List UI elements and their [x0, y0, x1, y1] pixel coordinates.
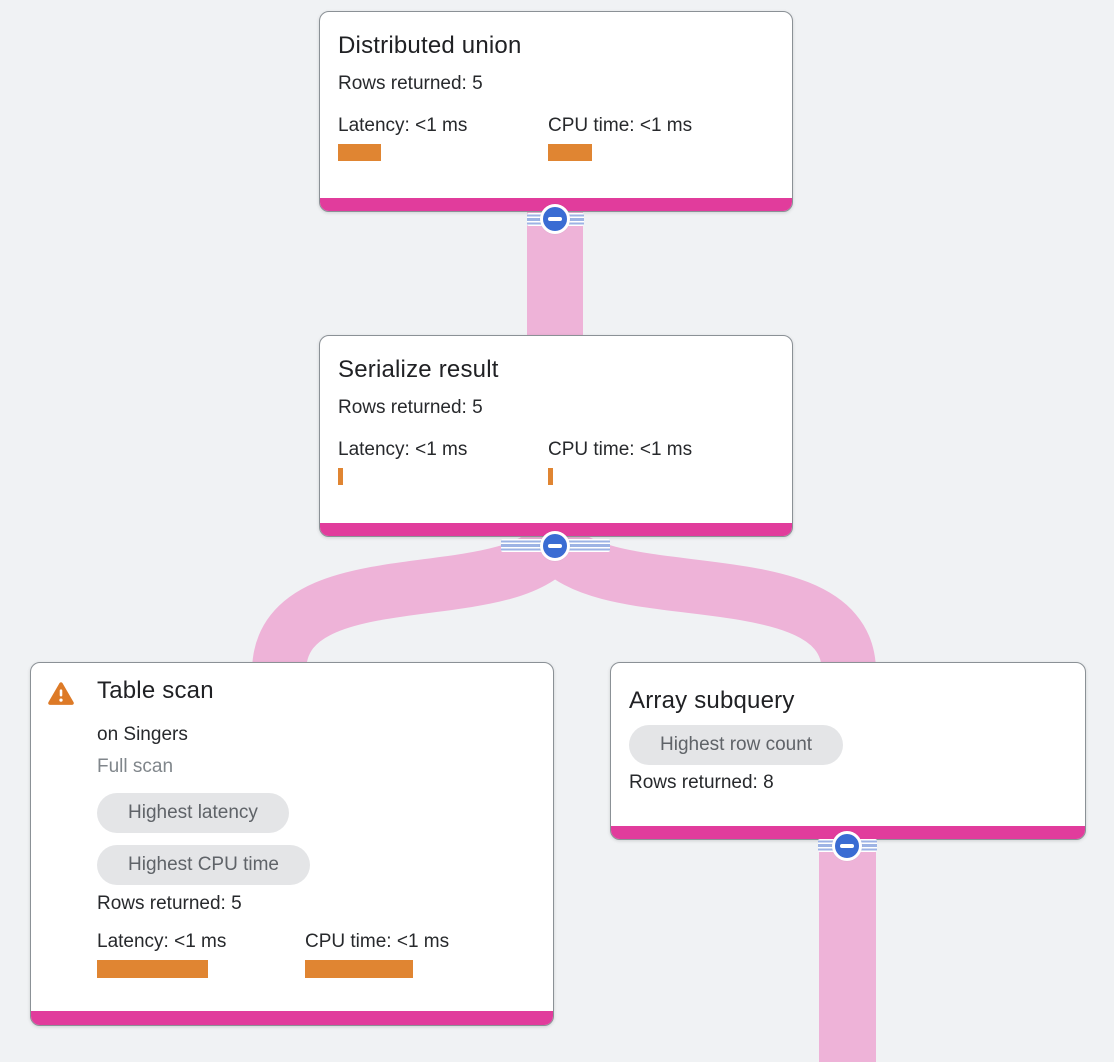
- cpu-time-label: CPU time: <1 ms: [548, 439, 693, 460]
- node-serialize-result[interactable]: Serialize result Rows returned: 5 Latenc…: [319, 335, 793, 537]
- minus-icon: [548, 217, 562, 221]
- collapse-button-distributed-union[interactable]: [540, 204, 570, 234]
- edge-serialize-to-tablescan: [252, 524, 577, 675]
- cpu-time-label: CPU time: <1 ms: [548, 115, 693, 136]
- badge-highest-row-count: Highest row count: [629, 725, 844, 765]
- cpu-time-bar: [548, 468, 553, 485]
- node-distributed-union[interactable]: Distributed union Rows returned: 5 Laten…: [319, 11, 793, 212]
- node-title: Table scan: [97, 677, 214, 704]
- minus-icon: [548, 544, 562, 548]
- latency-bar: [97, 960, 208, 978]
- node-subtitle: on Singers: [97, 724, 188, 745]
- badge-highest-cpu-time: Highest CPU time: [97, 845, 310, 885]
- cpu-time-bar: [305, 960, 413, 978]
- edge-serialize-to-arraysubquery: [533, 524, 876, 675]
- minus-icon: [840, 844, 854, 848]
- node-array-subquery[interactable]: Array subquery Highest row count Rows re…: [610, 662, 1086, 840]
- rows-returned: Rows returned: 5: [97, 893, 242, 914]
- latency-bar: [338, 144, 381, 161]
- node-accent-strip: [31, 1011, 553, 1025]
- node-title: Distributed union: [338, 32, 522, 59]
- node-title: Array subquery: [629, 687, 795, 714]
- node-table-scan[interactable]: Table scan on Singers Full scan Highest …: [30, 662, 554, 1026]
- latency-bar: [338, 468, 343, 485]
- cpu-time-bar: [548, 144, 592, 161]
- edge-arraysubquery-to-child: [819, 838, 876, 1062]
- latency-label: Latency: <1 ms: [338, 439, 468, 460]
- latency-label: Latency: <1 ms: [338, 115, 468, 136]
- badge-highest-latency: Highest latency: [97, 793, 289, 833]
- node-accent-strip: [320, 523, 792, 536]
- latency-label: Latency: <1 ms: [97, 931, 227, 952]
- warning-icon: [48, 682, 74, 705]
- cpu-time-label: CPU time: <1 ms: [305, 931, 450, 952]
- rows-returned: Rows returned: 5: [338, 397, 483, 418]
- rows-returned: Rows returned: 8: [629, 772, 774, 793]
- collapse-button-array-subquery[interactable]: [832, 831, 862, 861]
- full-scan-note: Full scan: [97, 756, 174, 777]
- collapse-button-serialize-result[interactable]: [540, 531, 570, 561]
- node-title: Serialize result: [338, 356, 499, 383]
- rows-returned: Rows returned: 5: [338, 73, 483, 94]
